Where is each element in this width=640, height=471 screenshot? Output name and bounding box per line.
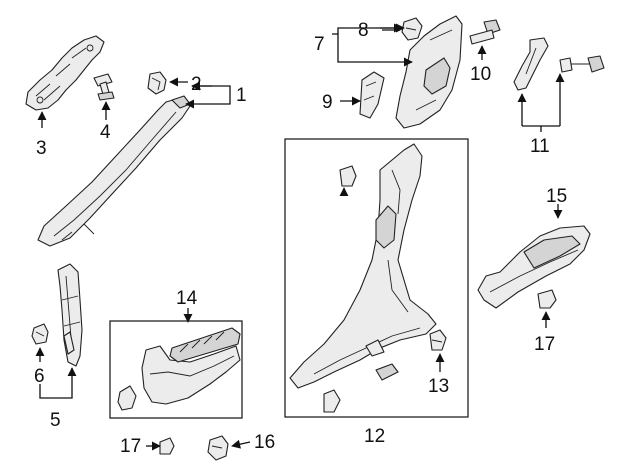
part-17-clip-right [537, 289, 557, 309]
part-14-clip [117, 385, 137, 411]
part-10-bolt [469, 19, 501, 45]
part-9-cover [359, 71, 385, 119]
callout-6: 6 [34, 366, 45, 387]
part-4-bolt [93, 73, 115, 101]
part-17-clip-bottom [159, 437, 175, 455]
callout-17-right: 17 [534, 334, 555, 355]
callout-14: 14 [176, 288, 198, 309]
callout-16: 16 [254, 432, 275, 453]
callout-7: 7 [314, 34, 325, 55]
part-8-clip [401, 17, 423, 41]
part-13-clip [429, 329, 447, 351]
leader-lines [35, 23, 565, 451]
part-12-box [284, 138, 469, 418]
part-12-clip-top [339, 165, 357, 187]
part-6-clip [31, 323, 49, 345]
part-3-bracket [25, 35, 105, 111]
callout-13: 13 [428, 376, 449, 397]
part-14-sill-plate [141, 327, 241, 405]
callout-1: 1 [236, 85, 247, 106]
callout-11: 11 [530, 136, 550, 157]
callout-15: 15 [546, 186, 567, 207]
callout-12: 12 [364, 426, 385, 447]
part-12-pillar-lower-trim [289, 143, 437, 389]
part-16-clip [207, 435, 229, 461]
part-14-box [109, 320, 243, 419]
callout-8: 8 [358, 20, 369, 41]
part-5-bracket [57, 263, 83, 367]
part-7-upper-trim [395, 15, 463, 129]
part-11-handle [513, 37, 549, 91]
callout-10: 10 [470, 64, 491, 85]
callout-3: 3 [36, 138, 47, 159]
part-2-clip [147, 71, 167, 95]
part-11-strap [559, 55, 605, 73]
callout-5: 5 [50, 410, 61, 431]
callout-2: 2 [191, 74, 202, 95]
part-12-clip-bottom [323, 389, 341, 413]
callout-17-bottom: 17 [120, 436, 141, 457]
part-12-pad [375, 363, 399, 381]
callout-4: 4 [100, 122, 111, 143]
callout-9: 9 [322, 92, 333, 113]
part-15-scuff-plate [477, 225, 591, 309]
part-1-pillar-trim [37, 95, 191, 247]
